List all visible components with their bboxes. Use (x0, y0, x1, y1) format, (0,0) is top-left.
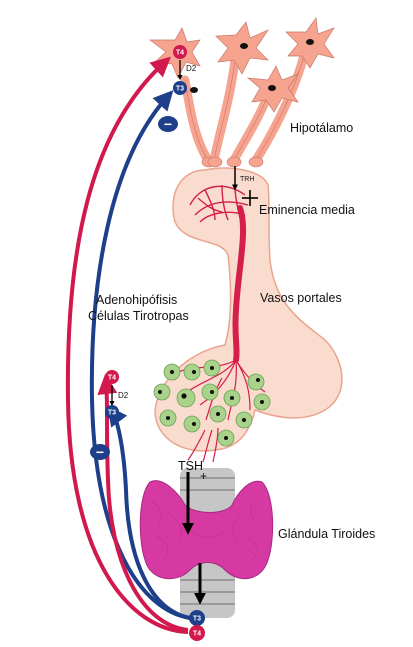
t3-badge-hypothalamus (173, 81, 187, 95)
t3-feedback-pituitary (107, 405, 191, 620)
neuron-nucleus (190, 87, 198, 93)
thyroid-texture (149, 499, 259, 561)
t3-feedback-hypothalamus (89, 90, 191, 620)
t3-badge-label: T3 (193, 616, 201, 623)
thyroid-label: Glándula Tiroides (278, 527, 375, 541)
thyrotrope-cell (176, 388, 196, 408)
trh-label: TRH (240, 176, 254, 183)
t3-badge-pituitary (105, 405, 119, 419)
neuron-nucleus (306, 39, 314, 45)
hypothalamus-hormone-badges: T4 D2 T3 − (158, 45, 197, 132)
tsh-label: TSH (178, 459, 203, 473)
t4-badge-pituitary (105, 370, 119, 384)
t3-badge-label: T3 (108, 410, 116, 417)
thyrotrope-cell (247, 373, 265, 391)
thyroid-hormone-badges: T3 T4 (189, 610, 205, 641)
t4-badge-hypothalamus (173, 45, 187, 59)
neuron-nucleus (268, 85, 276, 91)
thyroid-lobes (139, 480, 274, 580)
portal-vessels-label: Vasos portales (260, 291, 342, 305)
hypothalamus-label: Hipotálamo (290, 121, 353, 135)
t3-badge-thyroid (189, 610, 205, 626)
t3-badge-label: T3 (176, 86, 184, 93)
axon-terminal (248, 156, 264, 168)
d2-label-hypothalamus: D2 (186, 64, 197, 73)
pituitary-hormone-badges: T4 D2 T3 − (90, 370, 129, 460)
thyroid-gland (139, 468, 274, 618)
t4-badge-label: T4 (193, 631, 201, 638)
pituitary-gland (153, 167, 343, 463)
t4-badge-thyroid (189, 625, 205, 641)
thyrotrope-cells (153, 359, 271, 447)
adenohypophysis-label: Adenohipófisis (96, 293, 177, 307)
portal-vessel (232, 205, 247, 363)
inhibition-minus: − (96, 444, 104, 460)
inhibition-minus: − (164, 116, 172, 132)
thyrotrope-cells-label: Células Tirotropas (88, 309, 189, 323)
neuron-nucleus (240, 43, 248, 49)
tsh-plus: + (200, 469, 207, 483)
inhibition-badge-pituitary (90, 444, 110, 460)
pituitary-outline (154, 167, 343, 452)
t4-feedback-hypothalamus (65, 56, 189, 634)
t4-badge-label: T4 (108, 375, 116, 382)
feedback-arrows (65, 56, 191, 634)
t4-badge-label: T4 (176, 50, 184, 57)
inhibition-badge-hypothalamus (158, 116, 178, 132)
axon-terminal (226, 156, 242, 168)
d2-label-pituitary: D2 (118, 391, 129, 400)
median-eminence-label: Eminencia media (259, 203, 355, 217)
axon-terminal (207, 156, 223, 168)
